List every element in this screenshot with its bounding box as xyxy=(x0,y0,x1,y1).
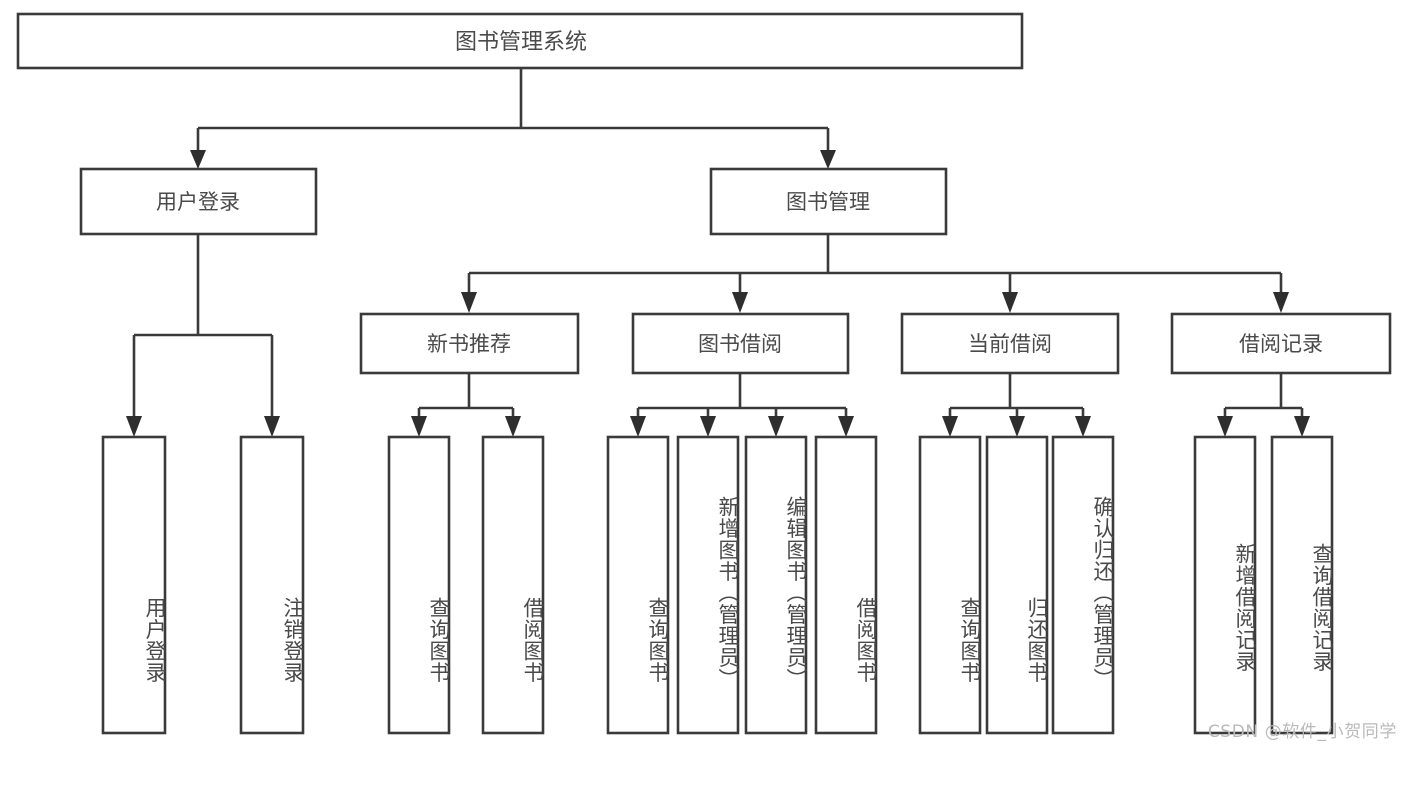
arrowhead-leaf-5 xyxy=(630,416,646,437)
csdn-watermark: CSDN @软件_小贺同学 xyxy=(1207,722,1397,742)
node-box-leaf-9[interactable] xyxy=(918,435,982,735)
node-box-current-borrow[interactable] xyxy=(900,312,1120,375)
arrowhead-layer xyxy=(126,150,1310,437)
diagram-canvas: 图书管理系统 用户登录 图书管理 新书推荐 图书借阅 当前借阅 借阅记录 xyxy=(16,12,1392,735)
node-box-leaf-7[interactable] xyxy=(744,435,808,735)
arrowhead-leaf-3 xyxy=(411,416,427,437)
arrowhead-leaf-2 xyxy=(264,416,280,437)
node-box-new-book-recommend[interactable] xyxy=(359,312,580,375)
node-box-leaf-2[interactable] xyxy=(239,435,305,735)
arrowhead-leaf-12 xyxy=(1217,416,1233,437)
node-label-user-login: 用户登录 xyxy=(156,190,240,214)
arrowhead-leaf-4 xyxy=(505,416,521,437)
node-label-current-borrow: 当前借阅 xyxy=(968,332,1052,356)
arrowhead-borrowrecord xyxy=(1273,292,1289,313)
node-box-leaf-11[interactable] xyxy=(1051,435,1115,735)
arrowhead-bookborrow xyxy=(732,292,748,313)
arrowhead-currentborrow xyxy=(1002,292,1018,313)
arrowhead-leaf-1 xyxy=(126,416,142,437)
node-box-user-login[interactable] xyxy=(79,167,318,236)
arrowhead-bookmgmt xyxy=(820,150,836,169)
arrowhead-leaf-13 xyxy=(1294,416,1310,437)
label-layer: 图书管理系统 用户登录 图书管理 新书推荐 图书借阅 当前借阅 借阅记录 xyxy=(156,30,1323,356)
diagram-root: 图书管理系统 用户登录 图书管理 新书推荐 图书借阅 当前借阅 借阅记录 用户登… xyxy=(16,12,1397,742)
box-layer xyxy=(16,12,1392,735)
arrowhead-userlogin xyxy=(190,150,206,169)
node-label-root: 图书管理系统 xyxy=(455,30,587,55)
node-box-leaf-4[interactable] xyxy=(481,435,545,735)
arrowhead-leaf-6 xyxy=(700,416,716,437)
node-box-book-borrow[interactable] xyxy=(631,312,850,375)
node-box-leaf-10[interactable] xyxy=(985,435,1049,735)
node-box-borrow-record[interactable] xyxy=(1170,312,1392,375)
arrowhead-newbook xyxy=(461,292,477,313)
arrowhead-leaf-9 xyxy=(942,416,958,437)
node-box-leaf-12[interactable] xyxy=(1193,435,1257,735)
arrowhead-leaf-7 xyxy=(768,416,784,437)
node-box-leaf-8[interactable] xyxy=(814,435,878,735)
node-label-new-book-recommend: 新书推荐 xyxy=(427,332,511,356)
arrowhead-leaf-8 xyxy=(838,416,854,437)
node-box-leaf-1[interactable] xyxy=(101,435,167,735)
arrowhead-leaf-10 xyxy=(1009,416,1025,437)
node-label-book-borrow: 图书借阅 xyxy=(698,332,782,356)
node-box-book-management[interactable] xyxy=(709,167,948,236)
node-box-leaf-6[interactable] xyxy=(676,435,740,735)
arrowhead-leaf-11 xyxy=(1075,416,1091,437)
node-box-leaf-5[interactable] xyxy=(606,435,670,735)
node-box-leaf-13[interactable] xyxy=(1270,435,1334,735)
node-label-borrow-record: 借阅记录 xyxy=(1239,332,1323,356)
node-box-root[interactable] xyxy=(16,12,1024,70)
node-label-book-management: 图书管理 xyxy=(786,190,870,214)
node-box-leaf-3[interactable] xyxy=(387,435,451,735)
